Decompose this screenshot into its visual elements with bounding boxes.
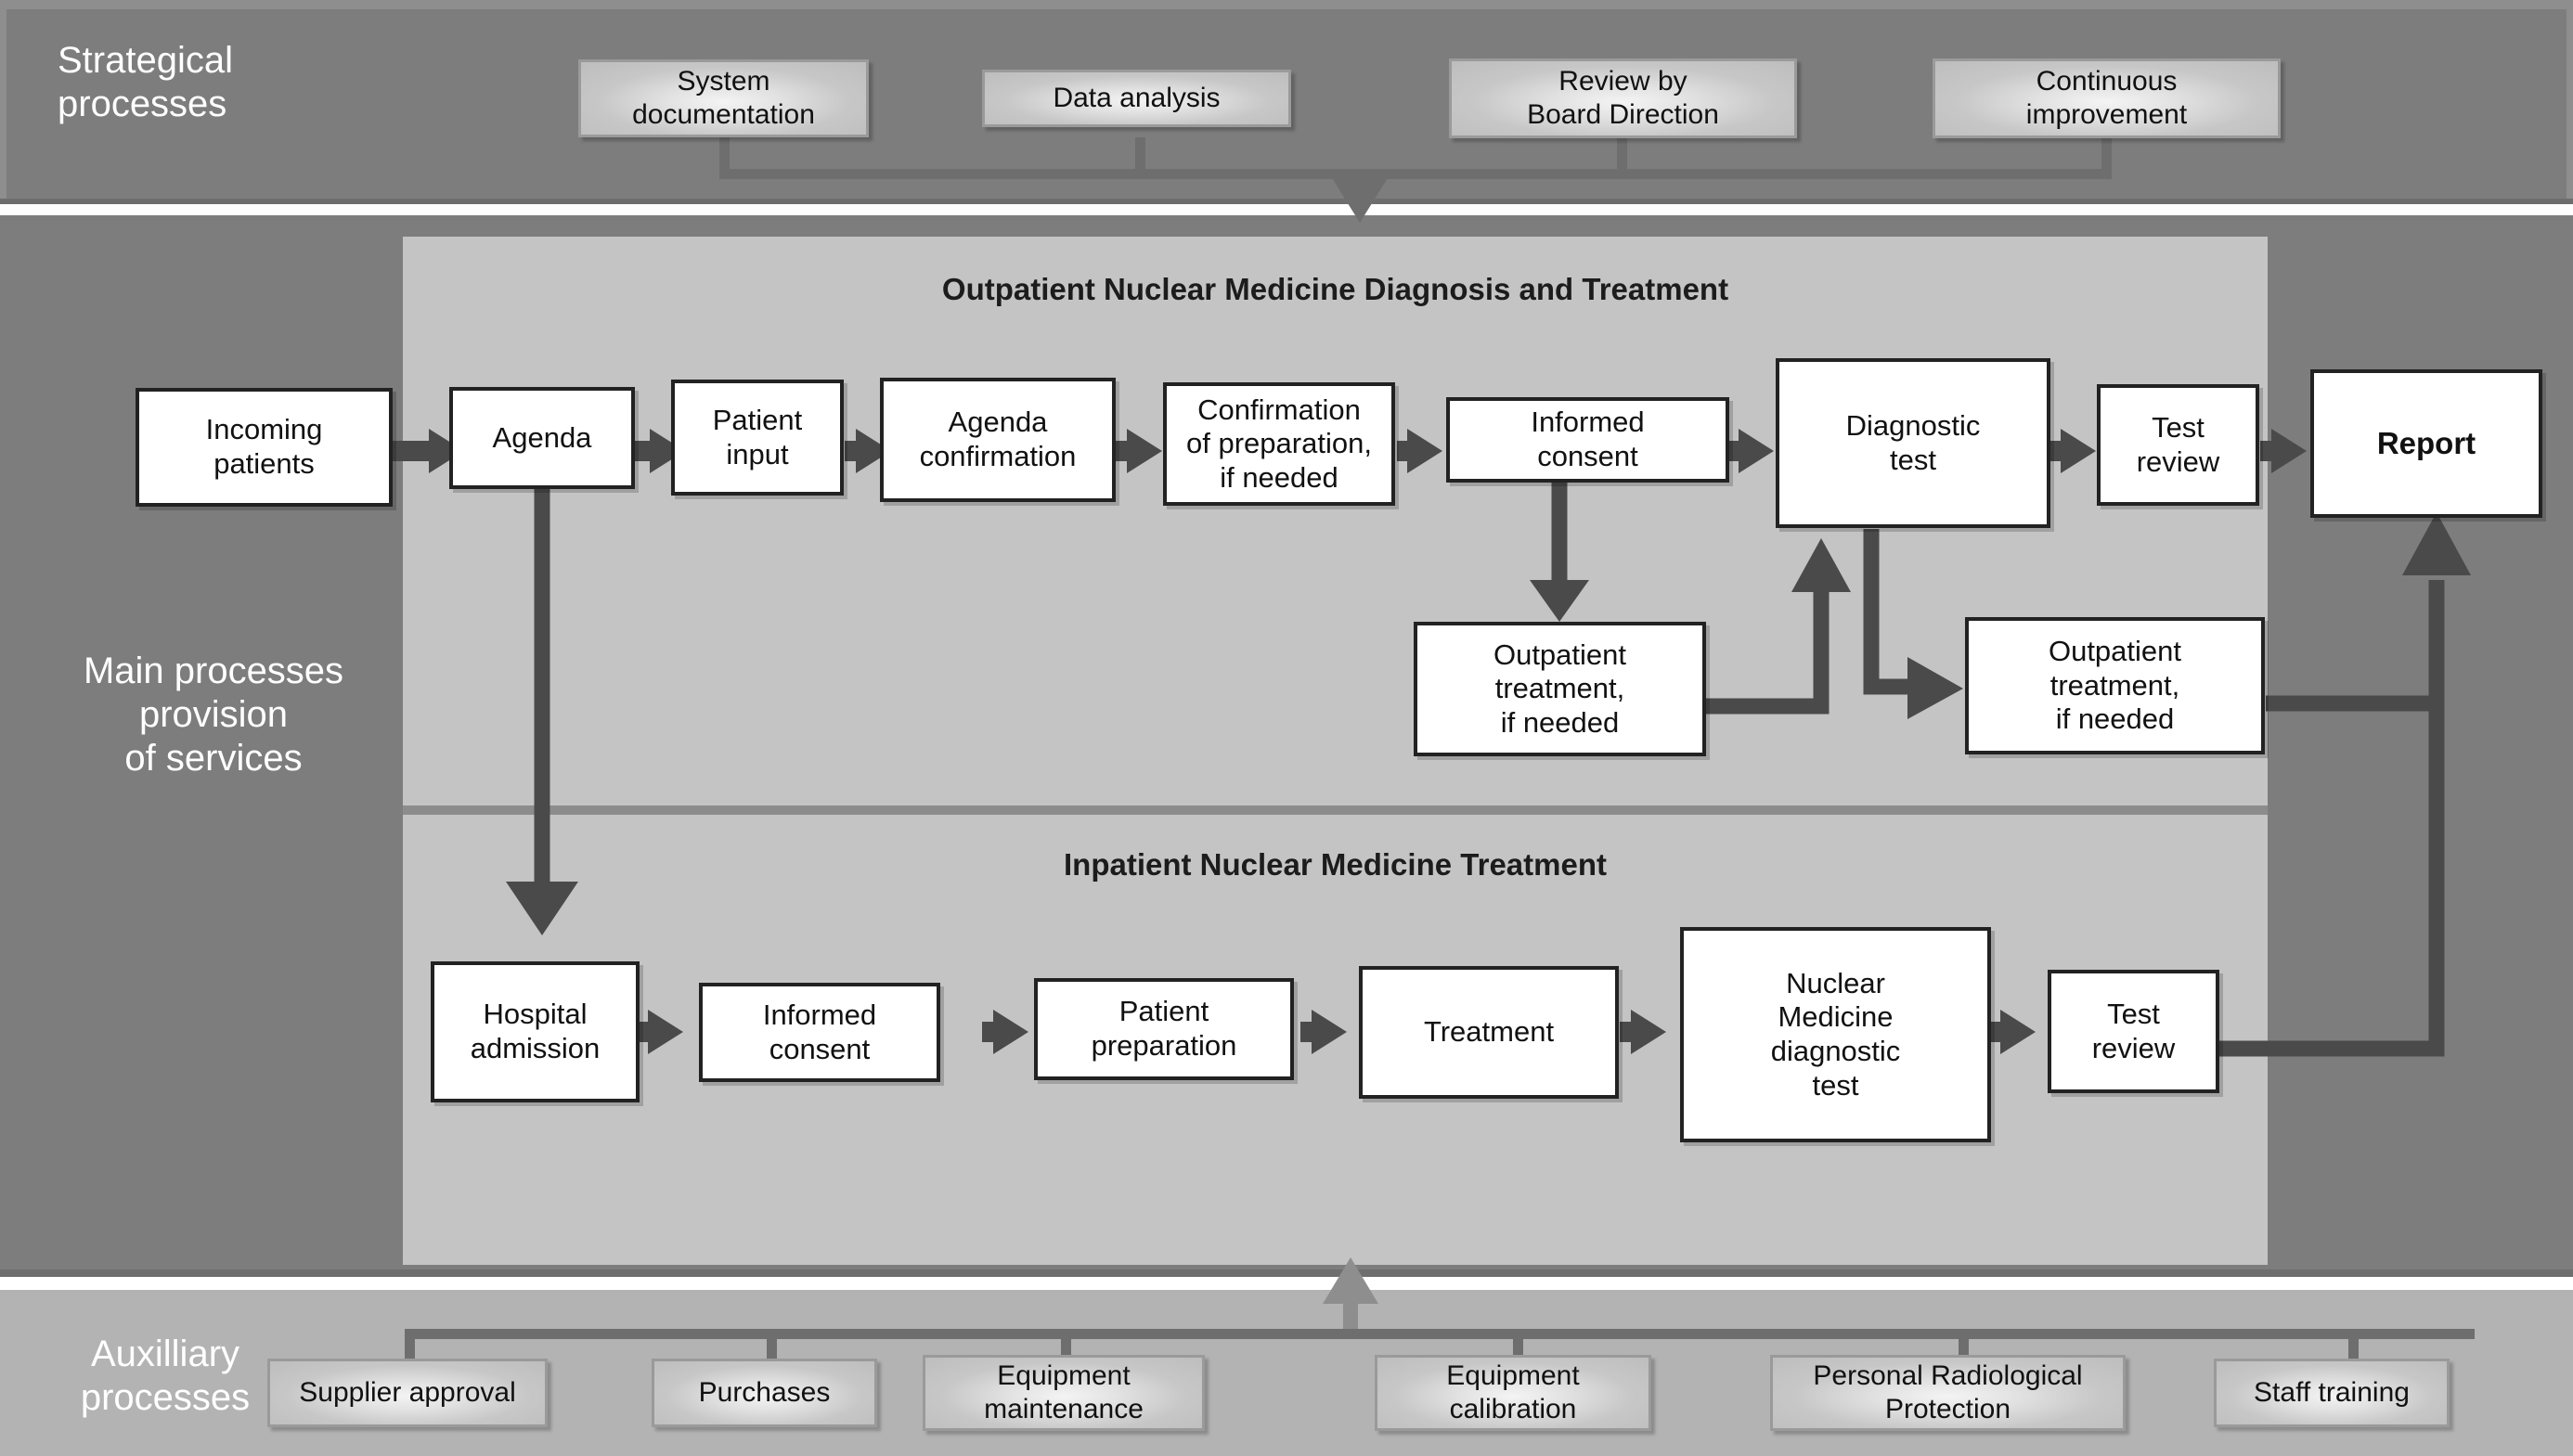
band-separator-white-top (0, 204, 2573, 215)
auxilliary-box-supplier-approval[interactable]: Supplier approval (267, 1359, 548, 1427)
band-separator-white-bottom (0, 1277, 2573, 1290)
strategic-box-system-documentation[interactable]: System documentation (578, 59, 869, 137)
band-separator-strip-bottom (0, 1269, 2573, 1279)
process-box-outpatient-treatment-right[interactable]: Outpatient treatment, if needed (1965, 617, 2265, 754)
auxilliary-stem-2 (767, 1329, 777, 1368)
process-box-test-review-outpatient[interactable]: Test review (2097, 384, 2259, 506)
auxilliary-stem-4 (1513, 1329, 1523, 1368)
auxilliary-processes-label: Auxilliary processes (80, 1334, 251, 1419)
strategic-stem-1 (719, 137, 730, 174)
auxilliary-stem-1 (405, 1329, 415, 1368)
auxilliary-box-staff-training[interactable]: Staff training (2214, 1359, 2450, 1427)
auxilliary-box-personal-radiological-protection[interactable]: Personal Radiological Protection (1770, 1355, 2126, 1431)
process-box-treatment[interactable]: Treatment (1359, 966, 1619, 1099)
process-box-patient-input[interactable]: Patient input (671, 380, 844, 496)
strategical-processes-label: Strategical processes (58, 40, 233, 125)
auxilliary-connector-bus (405, 1329, 2475, 1339)
process-box-diagnostic-test[interactable]: Diagnostic test (1776, 358, 2050, 528)
process-box-incoming-patients[interactable]: Incoming patients (136, 388, 393, 507)
auxilliary-stem-6 (2348, 1329, 2359, 1368)
process-box-informed-consent-inpatient[interactable]: Informed consent (699, 983, 940, 1082)
strategic-stem-3 (1617, 137, 1627, 174)
process-box-patient-preparation[interactable]: Patient preparation (1034, 978, 1294, 1080)
strategic-stem-2 (1135, 137, 1145, 174)
strategic-connector-bus (719, 169, 2112, 179)
process-box-nuclear-medicine-diagnostic-test[interactable]: Nuclear Medicine diagnostic test (1680, 927, 1991, 1142)
process-box-outpatient-treatment-left[interactable]: Outpatient treatment, if needed (1414, 622, 1706, 756)
process-box-agenda-confirmation[interactable]: Agenda confirmation (880, 378, 1116, 502)
auxilliary-stem-3 (1061, 1329, 1071, 1368)
process-box-test-review-inpatient[interactable]: Test review (2048, 970, 2219, 1093)
auxilliary-stem-5 (1959, 1329, 1969, 1368)
auxilliary-box-equipment-calibration[interactable]: Equipment calibration (1375, 1355, 1651, 1431)
process-box-hospital-admission[interactable]: Hospital admission (431, 961, 640, 1102)
strategic-box-data-analysis[interactable]: Data analysis (982, 70, 1291, 127)
process-box-confirmation-of-preparation[interactable]: Confirmation of preparation, if needed (1163, 382, 1395, 506)
strategic-box-continuous-improvement[interactable]: Continuous improvement (1933, 58, 2281, 138)
auxilliary-box-equipment-maintenance[interactable]: Equipment maintenance (923, 1355, 1205, 1431)
strategic-stem-4 (2101, 137, 2112, 174)
process-box-report[interactable]: Report (2310, 369, 2542, 518)
process-box-agenda[interactable]: Agenda (449, 387, 635, 489)
main-processes-label: Main processes provision of services (83, 651, 344, 780)
auxilliary-box-purchases[interactable]: Purchases (652, 1359, 877, 1427)
outpatient-panel-title: Outpatient Nuclear Medicine Diagnosis an… (941, 272, 1729, 306)
strategic-box-review-by-board-direction[interactable]: Review by Board Direction (1449, 58, 1797, 138)
panel-divider (403, 805, 2268, 815)
inpatient-panel-title: Inpatient Nuclear Medicine Treatment (1064, 847, 1607, 882)
process-box-informed-consent-outpatient[interactable]: Informed consent (1446, 397, 1729, 483)
band-separator-strip-top (0, 199, 2573, 206)
